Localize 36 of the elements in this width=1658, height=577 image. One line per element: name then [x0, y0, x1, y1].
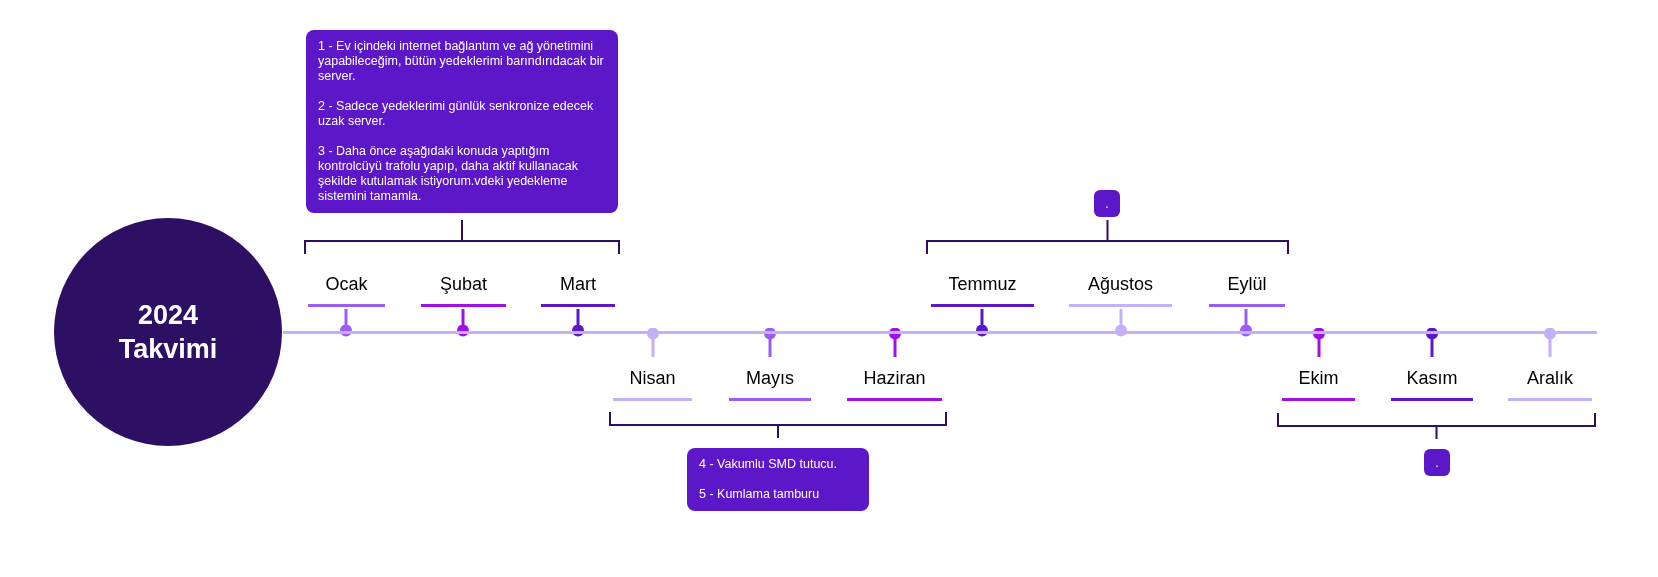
- note-text: 1 - Ev içindeki internet bağlantım ve ağ yönetimini yapabileceğim, bütün yedeklerimi barındırıdacak bir server.: [318, 39, 605, 84]
- note-card: [1424, 449, 1450, 476]
- note-text: 4 - Vakumlu SMD tutucu.: [699, 457, 838, 472]
- timeline-stem: [764, 327, 776, 357]
- month-label: Nisan: [613, 357, 692, 401]
- timeline-stem: [889, 327, 901, 357]
- timeline-stem: [976, 309, 988, 337]
- month-label: Ekim: [1282, 357, 1355, 401]
- month-label: Ağustos: [1069, 273, 1172, 307]
- timeline-stem: [1544, 327, 1556, 357]
- timeline-stem: [572, 309, 584, 337]
- note-text: 5 - Kumlama tamburu: [699, 487, 821, 502]
- note-text: 2 - Sadece yedeklerimi günlük senkronize edecek uzak server.: [318, 99, 595, 129]
- timeline-stem: [1240, 309, 1252, 337]
- month-label: Eylül: [1209, 273, 1285, 307]
- month-label: Mart: [541, 273, 615, 307]
- month-label: Ocak: [308, 273, 385, 307]
- month-label: Aralık: [1508, 357, 1592, 401]
- timeline-stem: [647, 327, 659, 357]
- timeline-stem: [340, 309, 352, 337]
- note-text: .: [1435, 454, 1439, 472]
- timeline-stem: [457, 309, 469, 337]
- note-text: 3 - Daha önce aşağıdaki konuda yaptığım kontrolcüyü trafolu yapıp, daha aktif kullanacak şekilde kutulamak istiyorum.vdeki yedekleme sistemini tamamla.: [318, 144, 579, 204]
- month-label: Haziran: [847, 357, 942, 401]
- timeline-stem: [1313, 327, 1325, 357]
- note-card: [687, 448, 869, 511]
- month-label: Şubat: [421, 273, 506, 307]
- note-text: .: [1105, 195, 1109, 213]
- month-label: Mayıs: [729, 357, 811, 401]
- timeline-bar: [283, 330, 1597, 334]
- timeline-stem: [1426, 327, 1438, 357]
- note-card: [1094, 190, 1120, 217]
- timeline-stem: [1115, 309, 1127, 337]
- month-label: Kasım: [1391, 357, 1473, 401]
- note-card: [306, 30, 618, 213]
- month-label: Temmuz: [931, 273, 1034, 307]
